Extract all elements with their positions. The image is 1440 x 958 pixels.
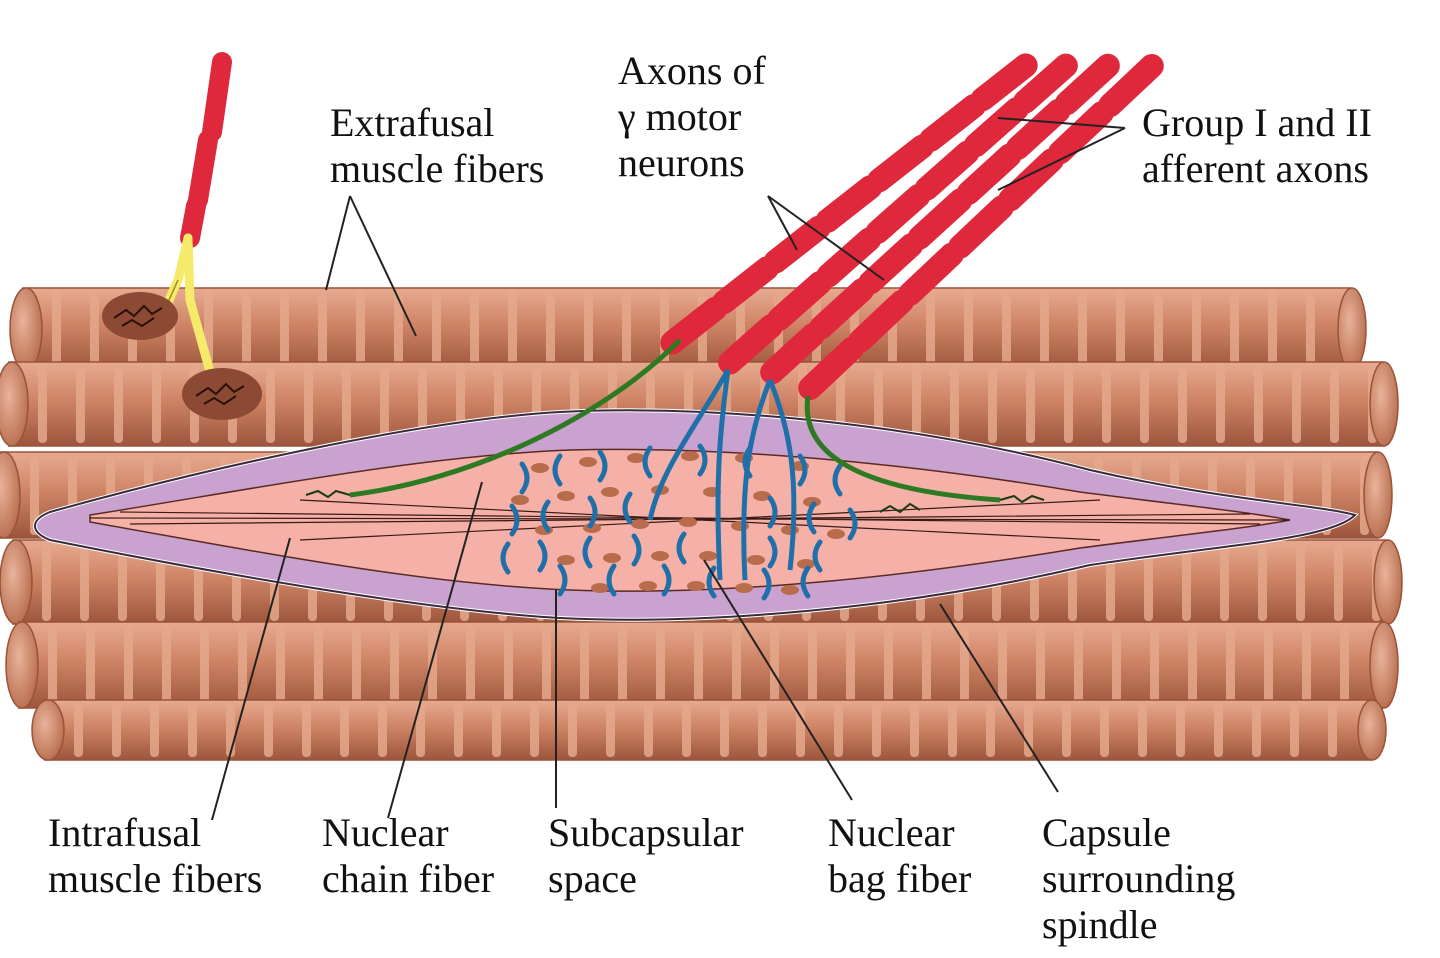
extrafusal-fiber bbox=[5, 621, 1399, 709]
extrafusal-fiber bbox=[9, 287, 1367, 371]
gamma-motor-axon bbox=[305, 338, 1045, 514]
myelinated-axon bbox=[660, 53, 1038, 355]
nucleus bbox=[827, 529, 845, 539]
motor-endplate bbox=[102, 292, 178, 340]
nucleus bbox=[531, 463, 549, 473]
nucleus bbox=[603, 553, 621, 563]
leader-lines bbox=[211, 117, 1126, 821]
nucleus bbox=[651, 551, 669, 561]
nucleus bbox=[681, 451, 699, 461]
nucleus bbox=[735, 583, 753, 593]
nucleus bbox=[679, 517, 697, 527]
nucleus bbox=[639, 581, 657, 591]
nucleus bbox=[627, 453, 645, 463]
nucleus bbox=[687, 581, 705, 591]
axon-bundle bbox=[660, 53, 1164, 401]
nucleus bbox=[601, 487, 619, 497]
nucleus bbox=[803, 497, 821, 507]
nucleus bbox=[781, 585, 799, 595]
nucleus bbox=[591, 583, 609, 593]
nucleus bbox=[781, 525, 799, 535]
nucleus bbox=[511, 495, 529, 505]
nucleus bbox=[557, 555, 575, 565]
nucleus bbox=[579, 457, 597, 467]
nucleus bbox=[583, 523, 601, 533]
nucleus bbox=[631, 519, 649, 529]
extrafusal-fiber bbox=[31, 699, 1387, 761]
nucleus bbox=[797, 559, 815, 569]
alpha-motor-axon bbox=[155, 52, 232, 391]
nucleus bbox=[699, 551, 717, 561]
myelinated-axon bbox=[718, 53, 1078, 375]
nucleus bbox=[557, 491, 575, 501]
nucleus bbox=[753, 491, 771, 501]
nucleus bbox=[747, 555, 765, 565]
afferent-axon bbox=[647, 368, 797, 581]
motor-endplate bbox=[182, 368, 262, 420]
